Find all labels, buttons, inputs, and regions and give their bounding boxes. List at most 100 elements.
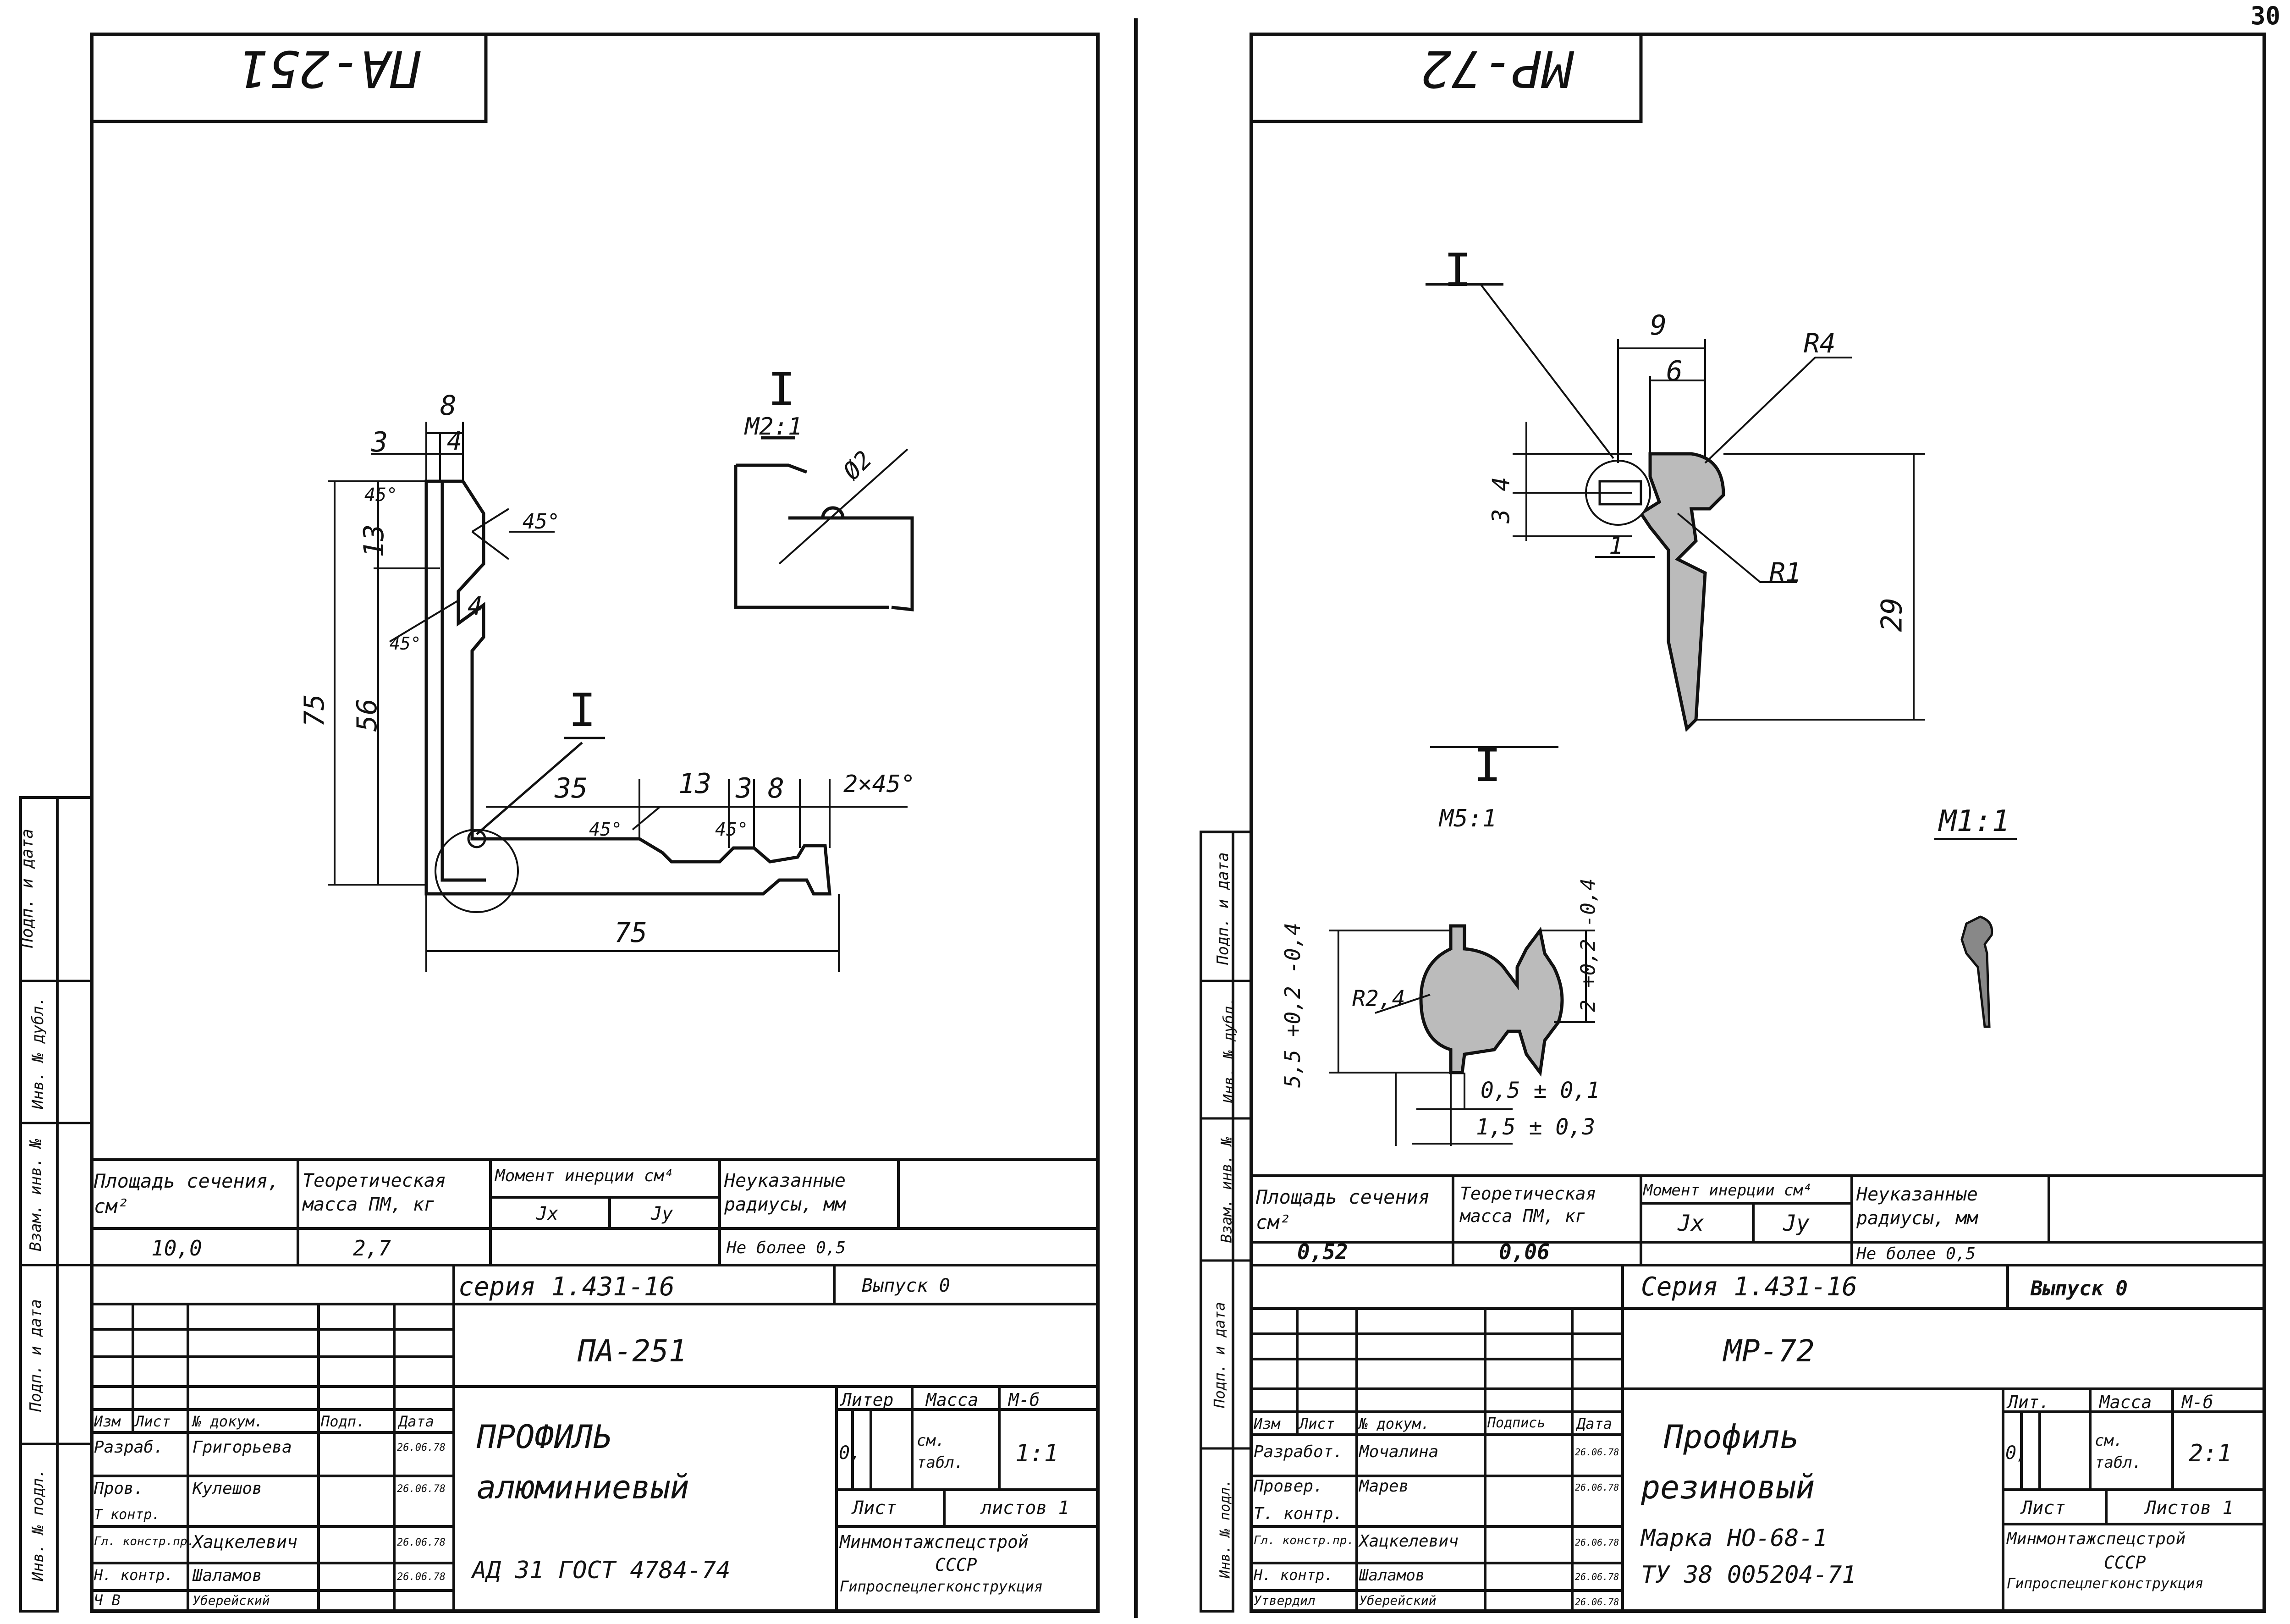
r-dim-1: 1 [1609, 532, 1624, 560]
left-p1-name: Кулешов [193, 1479, 262, 1498]
right-org-1: Минмонтажспецстрой [2007, 1530, 2186, 1548]
left-mass-value: 2,7 [353, 1236, 391, 1261]
right-scale-header: М-б [2182, 1392, 2213, 1412]
left-area-header: Площадь сечения, см² [94, 1170, 280, 1217]
r-detail-scale: М5:1 [1439, 805, 1497, 832]
right-liter-header: Лит. [2008, 1392, 2050, 1412]
r-dim-R24: R2,4 [1352, 986, 1405, 1012]
right-margin-1: Подп. и дата [1213, 852, 1232, 965]
right-issue: Выпуск 0 [2031, 1277, 2128, 1300]
left-role-doc: № докум. [193, 1413, 264, 1430]
right-scale-value: 2:1 [2189, 1440, 2232, 1467]
left-org-3: Гипроспецлегконструкция [840, 1578, 1043, 1595]
right-margin-3: Взам. инв. № [1217, 1137, 1235, 1243]
left-scale-header: М-б [1008, 1390, 1040, 1410]
left-jx: Jx [536, 1203, 559, 1224]
dim-8: 8 [440, 390, 457, 422]
right-p0-name: Мочалина [1359, 1442, 1439, 1461]
right-jx: Jx [1678, 1211, 1704, 1236]
left-role-sign: Подп. [321, 1413, 365, 1430]
right-margin-4: Подп. и дата [1211, 1302, 1228, 1408]
left-scale-value: 1:1 [1015, 1440, 1058, 1467]
right-role-list: Лист [1299, 1415, 1335, 1432]
left-p1-date: 26.06.78 [397, 1483, 446, 1495]
left-p0-role: Разраб. [94, 1438, 164, 1457]
left-p1-role: Пров. [94, 1479, 144, 1498]
r-dim-29: 29 [1875, 597, 1909, 632]
left-tab-title: ПА-251 [238, 39, 421, 98]
left-liter-value: 0, [839, 1442, 861, 1464]
dim-45a: 45° [364, 484, 398, 506]
right-p4-name: Шаламов [1359, 1566, 1425, 1585]
r-dim-6: 6 [1666, 355, 1683, 387]
left-role-izm: Изм [94, 1413, 121, 1430]
left-material: АД 31 ГОСТ 4784-74 [472, 1557, 731, 1584]
dim-75v: 75 [298, 694, 331, 727]
right-material-1: Марка НО-68-1 [1641, 1525, 1828, 1552]
left-p4-name: Шаламов [193, 1566, 262, 1585]
left-margin-5: Инв. № подл. [28, 1469, 47, 1581]
dim-45c: 45° [390, 633, 421, 654]
left-p3-role: Гл. констр.пр. [94, 1535, 195, 1548]
r-detail-label: I [1474, 738, 1502, 792]
r-dim-4: 4 [1487, 477, 1515, 491]
dim-detail-ref: I [568, 683, 596, 737]
left-p3-name: Хацкелевич [193, 1532, 297, 1552]
r-dim-15: 1,5 ± 0,3 [1476, 1114, 1596, 1140]
right-p0-date: 26.06.78 [1575, 1447, 1619, 1458]
left-org-2: СССР [935, 1555, 977, 1575]
right-title-2: резиновый [1641, 1469, 1815, 1506]
left-title-1: ПРОФИЛЬ [477, 1418, 612, 1456]
right-org-3: Гипроспецлегконструкция [2007, 1575, 2204, 1592]
left-title-2: алюминиевый [477, 1469, 689, 1506]
right-p3-role: Гл. констр.пр. [1254, 1534, 1354, 1547]
left-p4-date: 26.06.78 [397, 1571, 446, 1583]
left-sheet-label: Лист [853, 1497, 897, 1519]
r-dim-R4: R4 [1804, 328, 1836, 359]
right-margin-2: Инв. № дубл. [1220, 997, 1238, 1103]
left-p0-name: Григорьева [193, 1438, 292, 1457]
left-sheets-label: листов 1 [981, 1497, 1069, 1519]
right-radii-value: Не более 0,5 [1856, 1244, 1976, 1263]
left-mass-value-st: см. табл. [917, 1431, 964, 1472]
right-radii-header: Неуказанные радиусы, мм [1856, 1184, 1978, 1229]
left-jy: Jy [651, 1203, 673, 1224]
left-org-1: Минмонтажспецстрой [840, 1532, 1029, 1552]
dim-8b: 8 [768, 772, 785, 804]
right-role-sign: Подпись [1487, 1415, 1546, 1431]
right-mass-value-st: см. табл. [2095, 1431, 2142, 1472]
dim-75h: 75 [614, 917, 648, 949]
right-title-1: Профиль [1664, 1418, 1800, 1456]
left-issue: Выпуск 0 [862, 1275, 950, 1296]
left-detail-label: I [768, 363, 796, 416]
r-dim-3: 3 [1487, 509, 1515, 523]
right-p4-date: 26.06.78 [1575, 1571, 1619, 1582]
right-area-value: 0,52 [1297, 1239, 1348, 1264]
right-code: МР-72 [1723, 1333, 1815, 1369]
dim-13b: 13 [678, 768, 712, 800]
left-margin-4: Подп. и дата [26, 1299, 45, 1412]
right-area-header: Площадь сечения см² [1256, 1186, 1430, 1233]
left-role-date: Дата [399, 1413, 435, 1430]
left-mass-header-st: Масса [926, 1390, 979, 1410]
left-role-list: Лист [135, 1413, 171, 1430]
dim-4a: 4 [447, 426, 462, 456]
right-p3-date: 26.06.78 [1575, 1537, 1619, 1548]
right-p3-name: Хацкелевич [1359, 1532, 1459, 1551]
dim-35: 35 [555, 772, 588, 804]
dim-45b: 45° [523, 509, 560, 534]
left-radii-value: Не более 0,5 [727, 1239, 846, 1257]
left-p3-date: 26.06.78 [397, 1537, 446, 1548]
left-area-value: 10,0 [151, 1236, 202, 1261]
right-liter-value: 0, [2005, 1442, 2028, 1464]
r-dim-05: 0,5 ± 0,1 [1481, 1078, 1600, 1103]
right-tab-title: МР-72 [1421, 39, 1573, 98]
left-p0-date: 26.06.78 [397, 1442, 446, 1453]
right-p1-name: Марев [1359, 1477, 1409, 1496]
right-sheet-label: Лист [2021, 1497, 2066, 1519]
left-p5-name: Уберейский [193, 1593, 270, 1608]
right-p5-date: 26.06.78 [1575, 1596, 1619, 1607]
right-p1-role: Провер. [1254, 1477, 1323, 1496]
right-role-date: Дата [1577, 1415, 1613, 1432]
